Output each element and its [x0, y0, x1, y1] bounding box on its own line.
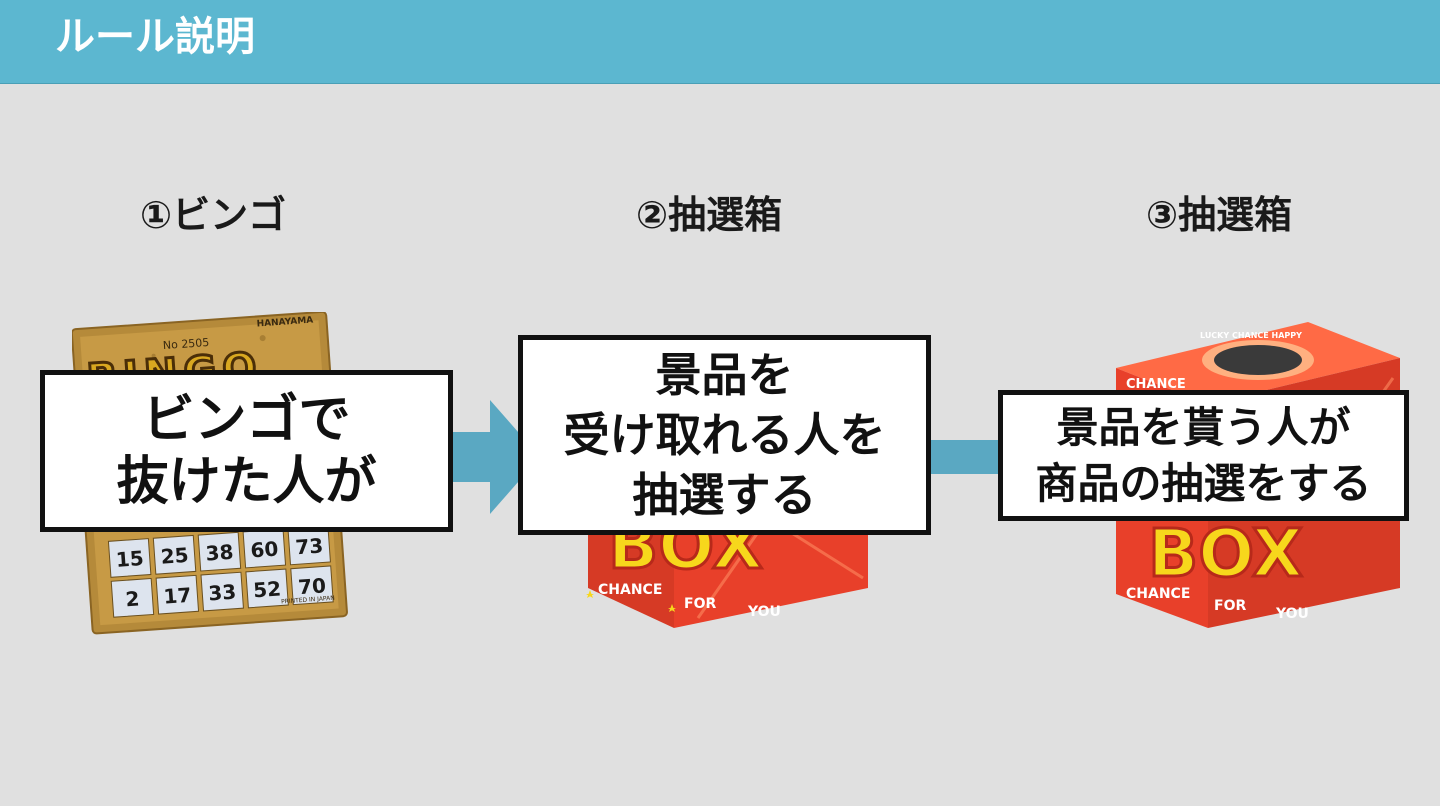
step-3-callout: 景品を貰う人が 商品の抽選をする: [998, 390, 1409, 521]
box-tagline-1: CHANCE: [598, 582, 662, 598]
bingo-serial: No 2505: [162, 336, 209, 352]
callout-line: 景品を貰う人が: [1056, 402, 1351, 452]
arrow-right-icon: [440, 400, 540, 514]
bingo-number: 60: [250, 537, 279, 563]
bingo-cell: [200, 571, 244, 612]
box-tagline-2: FOR: [1214, 598, 1246, 614]
step-2-title: ②抽選箱: [636, 193, 783, 237]
step-2-callout: 景品を 受け取れる人を 抽選する: [518, 335, 931, 535]
bingo-number: 2: [125, 586, 141, 611]
box-rim-text: LUCKY CHANCE HAPPY: [1200, 331, 1302, 340]
bingo-cell: [110, 577, 155, 618]
bingo-number: 15: [115, 546, 144, 572]
bingo-number: 70: [297, 573, 326, 599]
box-tagline-3: YOU: [1275, 606, 1309, 622]
callout-line: 商品の抽選をする: [1035, 458, 1372, 508]
callout-line: 抜けた人が: [116, 452, 377, 512]
bingo-cell: [245, 568, 289, 609]
bingo-number: 38: [205, 540, 234, 566]
callout-line: 受け取れる人を: [563, 408, 886, 462]
step-3-title: ③抽選箱: [1146, 193, 1293, 237]
bingo-number: 25: [160, 543, 189, 569]
bingo-cell: [197, 531, 242, 572]
bingo-number: 17: [163, 583, 192, 609]
callout-line: ビンゴで: [142, 390, 351, 450]
bingo-cell: [155, 574, 200, 615]
bingo-cell: [152, 534, 197, 575]
box-tagline-3: YOU: [747, 604, 781, 620]
step-1-callout: ビンゴで 抜けた人が: [40, 370, 453, 532]
box-tagline-2: FOR: [684, 596, 716, 612]
bingo-number: 73: [295, 533, 324, 559]
callout-line: 景品を: [655, 348, 794, 402]
bingo-number: 33: [208, 580, 237, 606]
bingo-footer: PRINTED IN JAPAN: [281, 595, 335, 606]
box-banner: CHANCE: [1126, 377, 1186, 392]
bingo-number: 52: [252, 576, 281, 602]
box-tagline-1: CHANCE: [1126, 586, 1190, 602]
header-bar: ルール説明: [0, 0, 1440, 84]
page-title: ルール説明: [55, 14, 255, 60]
bingo-number-grid: 15 25 38 60 73 2 17 33 52 70: [107, 525, 334, 618]
bingo-cell: [290, 565, 334, 606]
step-1-title: ①ビンゴ: [140, 193, 287, 237]
bingo-brand: HANAYAMA: [256, 316, 313, 330]
bingo-cell: [107, 538, 152, 578]
callout-line: 抽選する: [632, 468, 817, 522]
box-logo: BOX: [1148, 515, 1303, 592]
